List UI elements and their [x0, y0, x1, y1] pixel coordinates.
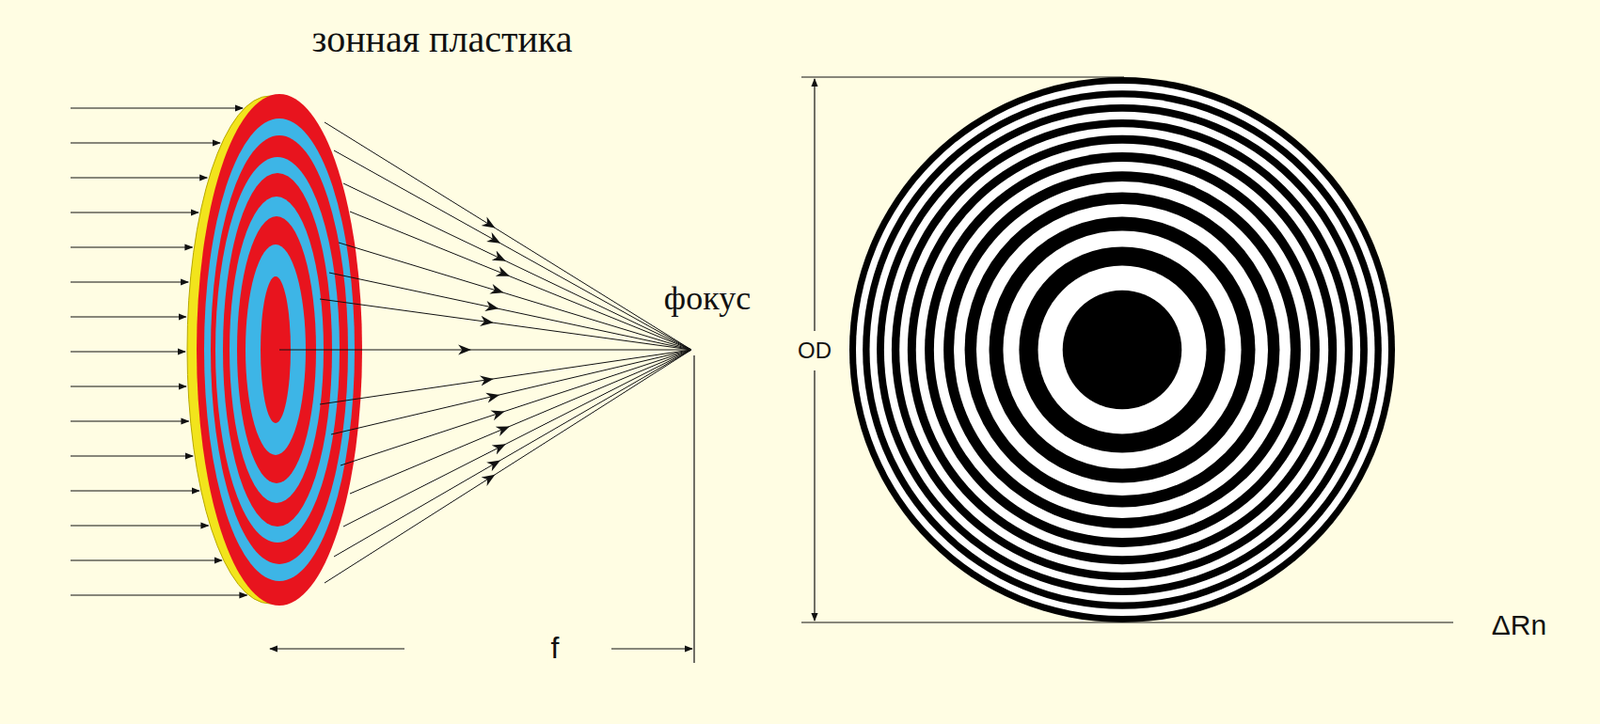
incident-ray [70, 594, 247, 596]
fresnel-zone [916, 143, 1329, 556]
incident-ray [70, 524, 209, 526]
incident-rays [70, 108, 247, 596]
fresnel-zone [1062, 290, 1183, 411]
od-dimension [801, 77, 1454, 623]
focused-ray [349, 349, 692, 494]
fresnel-zone [924, 152, 1320, 548]
focal-distance-dimension [269, 355, 695, 664]
fresnel-zone [988, 216, 1255, 483]
focused-ray [349, 211, 692, 350]
incident-ray [70, 455, 193, 457]
fresnel-zone [943, 171, 1301, 529]
focused-rays [279, 122, 692, 584]
focused-ray [338, 242, 692, 350]
fresnel-zone [862, 90, 1382, 610]
focused-ray [331, 349, 692, 435]
fresnel-zone [870, 97, 1376, 603]
fresnel-zone [899, 126, 1346, 573]
incident-ray [70, 490, 200, 492]
focused-ray [343, 349, 692, 527]
focused-ray [340, 349, 692, 466]
incident-ray [70, 142, 221, 143]
zone-width-label: ΔRn [1489, 609, 1550, 641]
incident-ray [70, 211, 199, 213]
focused-ray [343, 183, 692, 350]
focused-ray [319, 299, 692, 350]
focused-ray [324, 349, 692, 584]
fresnel-zone [891, 119, 1353, 581]
fresnel-zone [976, 204, 1268, 496]
incident-ray [70, 316, 187, 317]
focused-ray [279, 349, 692, 351]
focal-length-label: f [548, 632, 563, 666]
outer-diameter-label: OD [794, 338, 835, 364]
fresnel-zone [934, 161, 1311, 539]
incident-ray [70, 107, 243, 109]
fresnel-zone [855, 83, 1389, 617]
fresnel-zone [1002, 230, 1241, 469]
fresnel-zone [884, 111, 1361, 588]
focused-ray [329, 272, 692, 350]
focused-ray [324, 122, 692, 350]
fresnel-zone [953, 181, 1291, 519]
focused-ray [319, 349, 692, 405]
incident-ray [70, 176, 207, 178]
fresnel-zone [965, 192, 1281, 508]
focus-label: фокус [661, 280, 754, 318]
focused-ray [333, 349, 692, 557]
fresnel-zone [849, 77, 1395, 623]
fresnel-zone [876, 104, 1368, 596]
fresnel-zone [1018, 246, 1225, 453]
incident-ray [70, 281, 189, 283]
plate-title: зонная пластика [309, 18, 576, 61]
incident-ray [70, 559, 222, 561]
incident-ray [70, 385, 187, 387]
incident-ray [70, 350, 186, 352]
fresnel-zone [1038, 266, 1207, 435]
incident-ray [70, 420, 190, 422]
incident-ray [70, 246, 192, 248]
focused-ray [333, 150, 692, 350]
fresnel-zone [907, 135, 1337, 565]
zone-plate-rings [849, 77, 1395, 623]
